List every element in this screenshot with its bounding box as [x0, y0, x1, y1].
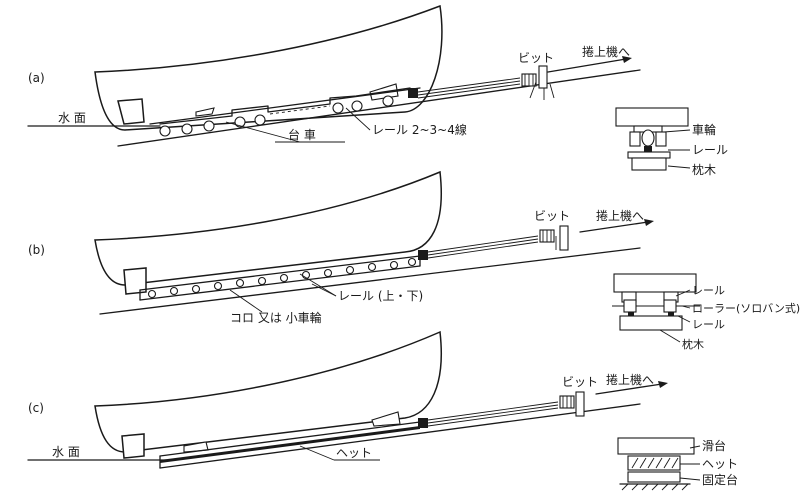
slope-line-a-upper: [149, 87, 421, 125]
detail-b-rail-top-label: レール: [692, 284, 725, 297]
detail-b-sleeper-label: 枕木: [682, 337, 704, 351]
detail-c-ground-hatch: [621, 483, 689, 491]
panel-a: (a) 水 面 台 車 レール: [27, 4, 728, 177]
bitt-c: [575, 391, 585, 417]
head-bar-c: [160, 426, 420, 463]
detail-c-slide: [617, 437, 695, 455]
cable-shackle-b: [418, 250, 428, 260]
winch-arrowhead-b: [644, 219, 654, 226]
panel-b: (b) レール (上・下) コロ: [28, 170, 800, 351]
detail-c-head-hatch: [631, 457, 679, 469]
slope-line-b: [99, 247, 641, 315]
detail-a-cart-body: [615, 107, 689, 127]
pulley-a: [521, 73, 537, 87]
rail-label-a: レール 2~3~4線: [372, 122, 467, 137]
detail-c-base-label: 固定台: [702, 472, 738, 487]
panel-c-label: (c): [28, 401, 44, 415]
detail-b-sleeper: [619, 315, 683, 331]
tow-cable-b: [427, 235, 539, 259]
winch-arrow-c: [595, 383, 663, 395]
cart-leader-a: [225, 121, 301, 143]
bitt-label-c: ビット: [562, 375, 598, 389]
winch-label-b: 捲上機へ: [596, 208, 644, 223]
winch-label-c: 捲上機へ: [606, 372, 654, 387]
rail-label-b: レール (上・下): [338, 289, 423, 303]
detail-c-base: [627, 471, 681, 483]
keel-block-a1: [195, 107, 215, 117]
cable-shackle-c: [418, 418, 428, 428]
bitt-label-a: ビット: [518, 51, 554, 65]
rudder-c: [121, 433, 145, 459]
cart-label-a: 台 車: [288, 127, 316, 142]
detail-a-wheel-label: 車輪: [692, 122, 716, 137]
detail-c-head-label: ヘット: [702, 457, 738, 471]
carriage-dash-a: [269, 105, 331, 115]
rail-leader-b-1: [299, 273, 337, 297]
rail-frame-b-upper: [139, 255, 421, 291]
rudder-b: [123, 267, 147, 295]
water-label-a: 水 面: [58, 111, 86, 125]
panel-b-label: (b): [28, 243, 45, 257]
detail-b-rail-bottom-label: レール: [692, 318, 725, 331]
slide-way-c-upper: [159, 421, 421, 457]
detail-a: 車輪 レール 枕木: [615, 107, 728, 177]
bitt-a: [529, 65, 555, 100]
carriage-wheels-a: [159, 95, 394, 137]
bitt-b: [555, 225, 569, 251]
detail-b-roller-right: [663, 299, 677, 313]
winch-arrow-b: [579, 221, 649, 233]
detail-a-sleeper-label: 枕木: [692, 162, 716, 177]
winch-arrowhead-a: [622, 56, 632, 63]
rudder-a: [117, 98, 145, 125]
detail-b-cart-body: [613, 273, 697, 293]
panel-c: (c) 水 面 ヘット ビット: [27, 330, 738, 491]
rail-leader-b-2: [311, 283, 337, 297]
winch-label-a: 捲上機へ: [582, 44, 630, 59]
detail-c-slide-label: 滑台: [702, 438, 726, 453]
rail-frame-b-lower: [139, 265, 421, 301]
tow-cable-c: [427, 401, 559, 427]
rollers-b: [147, 257, 417, 299]
detail-b: レール ローラー(ソロバン式) レール 枕木: [612, 273, 800, 351]
slope-line-a-lower: [117, 69, 641, 147]
carriage-frame-a: [159, 87, 411, 125]
tow-cable-a: [417, 77, 521, 99]
panel-a-label: (a): [28, 71, 45, 85]
detail-b-roller-label: ローラー(ソロバン式): [692, 302, 800, 315]
slope-line-c: [159, 403, 641, 469]
detail-a-wheel: [641, 129, 655, 147]
pulley-c: [559, 395, 575, 409]
rail-leader-a: [345, 107, 371, 131]
detail-b-roller-left: [623, 299, 637, 313]
hull-b: [94, 170, 442, 286]
pulley-b: [539, 229, 555, 243]
water-label-c: 水 面: [52, 445, 80, 459]
head-leader-c: [299, 445, 335, 461]
bitt-label-b: ビット: [534, 209, 570, 223]
winch-arrow-a: [547, 58, 627, 73]
detail-c: 滑台 ヘット 固定台: [617, 437, 738, 491]
cable-shackle-a: [408, 88, 418, 98]
detail-a-rail-label: レール: [692, 143, 728, 157]
head-label-c: ヘット: [336, 446, 372, 460]
roller-leader-b: [229, 289, 263, 313]
hull-c: [94, 330, 442, 453]
winch-arrowhead-c: [658, 381, 668, 388]
detail-a-sleeper: [631, 157, 667, 171]
roller-label-b: コロ 又は 小車輪: [230, 310, 322, 325]
